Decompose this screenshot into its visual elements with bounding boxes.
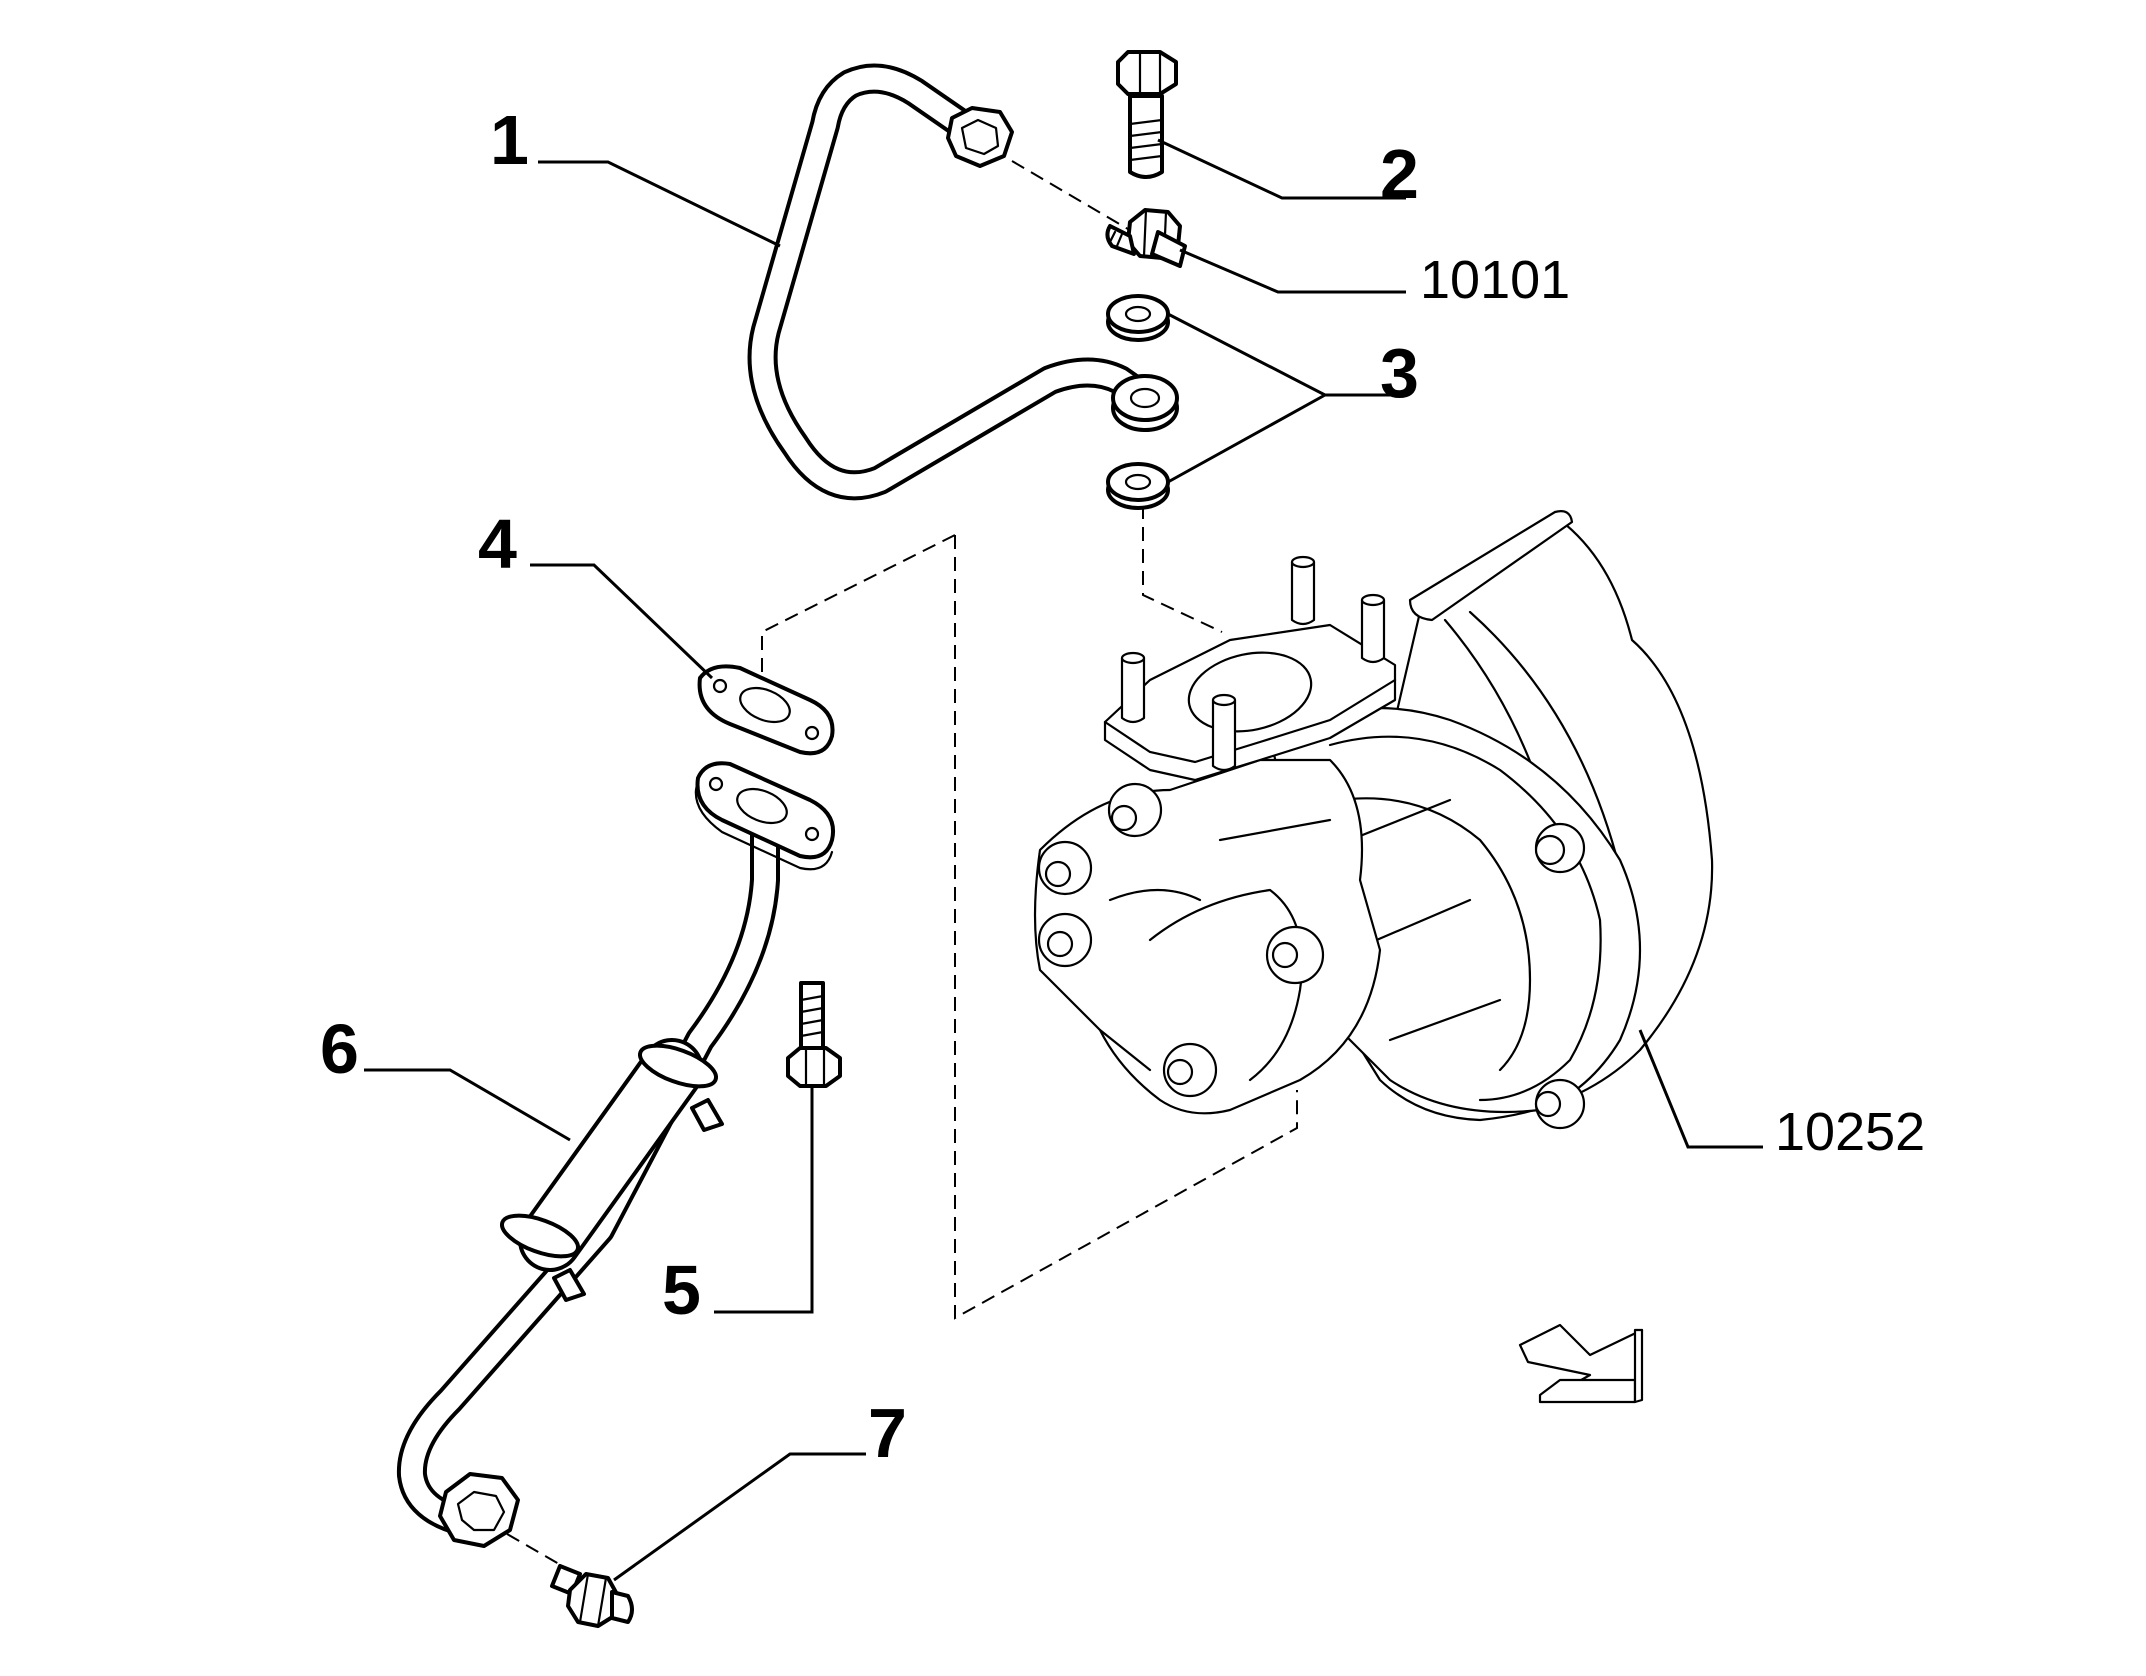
part-5-screw[interactable]	[786, 981, 842, 1088]
callout-2: 2	[1380, 135, 1419, 213]
leader-lines	[364, 138, 1763, 1582]
part-10101-fitting[interactable]	[1105, 208, 1187, 268]
callout-5: 5	[662, 1251, 701, 1329]
part-7-fitting[interactable]	[550, 1564, 634, 1628]
callout-10252: 10252	[1775, 1102, 1925, 1162]
part-1-oil-supply-pipe[interactable]	[747, 63, 1179, 501]
callout-labels: 1 2 10101 3 4 6 5 7 10252	[320, 101, 1925, 1472]
flange-studs	[1120, 555, 1386, 772]
callout-6: 6	[320, 1010, 359, 1088]
view-direction-arrow-icon	[1518, 1323, 1644, 1404]
alignment-lines	[487, 160, 1298, 1569]
callout-4: 4	[478, 505, 517, 583]
callout-10101: 10101	[1420, 250, 1570, 310]
part-3-washers[interactable]	[1106, 294, 1170, 510]
callout-1: 1	[490, 101, 529, 179]
part-6-oil-return-pipe[interactable]	[396, 761, 835, 1548]
callout-3: 3	[1380, 334, 1419, 412]
part-10252-turbocharger[interactable]	[1033, 510, 1714, 1130]
part-4-gasket[interactable]	[697, 664, 835, 756]
callout-7: 7	[868, 1394, 907, 1472]
part-2-bolt[interactable]	[1116, 50, 1178, 179]
